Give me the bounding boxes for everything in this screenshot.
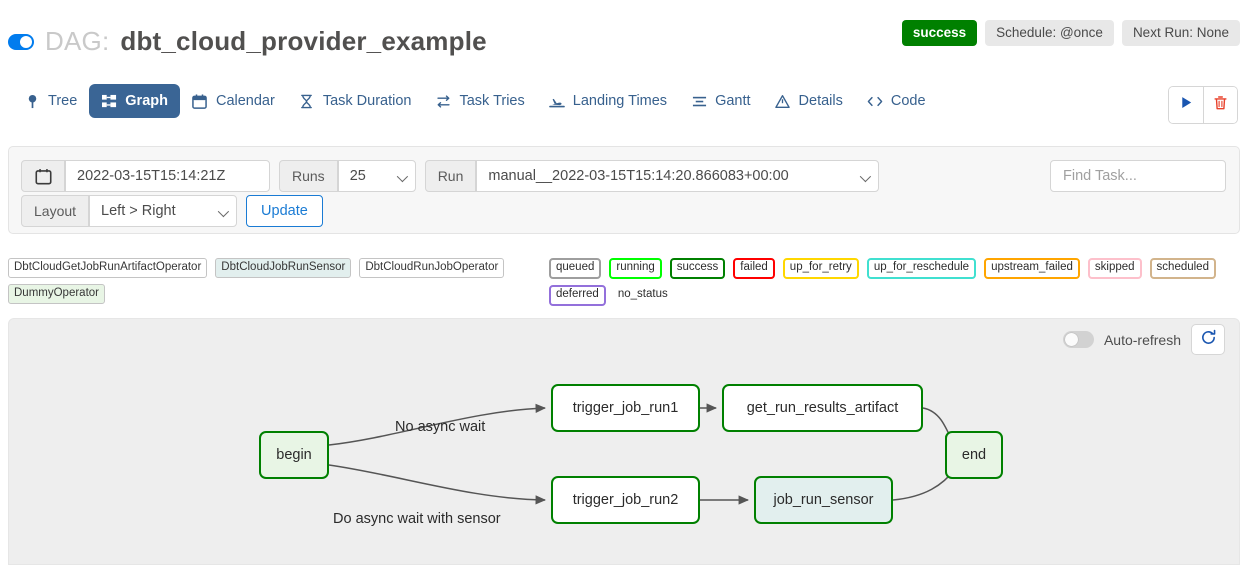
tree-icon (24, 93, 40, 109)
operator-chip[interactable]: DummyOperator (8, 284, 105, 305)
node-label: begin (276, 447, 312, 463)
state-chip-deferred: deferred (549, 284, 606, 306)
tab-graph[interactable]: Graph (89, 84, 180, 118)
dag-action-buttons (1168, 86, 1238, 124)
warning-triangle-icon (775, 93, 791, 109)
node-label: end (961, 447, 987, 463)
num-runs-group: Runs 25 (279, 160, 416, 192)
state-chip-failed: failed (733, 258, 775, 279)
edge-label-no-async-wait: No async wait (395, 419, 486, 435)
tab-calendar[interactable]: Calendar (180, 84, 287, 118)
state-chip-running: running (609, 258, 662, 279)
graph-node-end[interactable]: end (945, 431, 1003, 479)
tab-tree[interactable]: Tree (12, 84, 89, 118)
base-date-input[interactable]: 2022-03-15T15:14:21Z (65, 160, 270, 192)
tab-code[interactable]: Code (855, 84, 938, 118)
status-badge: success (901, 20, 978, 46)
graph-canvas[interactable]: Auto-refresh begin trigger_job_run1 (8, 318, 1240, 565)
tab-label: Task Duration (322, 93, 412, 109)
num-runs-select[interactable]: 25 (337, 160, 416, 192)
node-label: get_run_results_artifact (746, 400, 899, 416)
state-chip-up-for-reschedule: up_for_reschedule (866, 258, 977, 279)
runs-label: Runs (279, 160, 338, 192)
tab-details[interactable]: Details (763, 84, 855, 118)
search-input[interactable]: Find Task... (1050, 160, 1226, 192)
graph-icon (101, 93, 117, 109)
gantt-icon (691, 93, 707, 109)
dag-prefix-label: DAG: (45, 26, 110, 56)
graph-node-get-run-results-artifact[interactable]: get_run_results_artifact (722, 384, 923, 432)
update-button[interactable]: Update (246, 195, 323, 227)
run-label: Run (424, 160, 477, 192)
tab-label: Details (798, 93, 843, 109)
delete-dag-button[interactable] (1203, 87, 1237, 123)
tab-label: Calendar (215, 93, 275, 109)
auto-refresh-toggle[interactable] (1062, 331, 1094, 348)
state-chip-scheduled: scheduled (1149, 258, 1216, 279)
layout-group: Layout Left > Right (21, 195, 238, 227)
tab-task-tries[interactable]: Task Tries (423, 84, 536, 118)
operator-chip[interactable]: DbtCloudGetJobRunArtifactOperator (8, 258, 208, 279)
node-label: trigger_job_run2 (572, 492, 679, 508)
next-run-badge[interactable]: Next Run: None (1121, 20, 1240, 46)
graph-node-begin[interactable]: begin (259, 431, 329, 479)
play-icon (1179, 95, 1194, 115)
dag-run-select[interactable]: manual__2022-03-15T15:14:20.866083+00:00 (476, 160, 880, 192)
legend-zone: DbtCloudGetJobRunArtifactOperator DbtClo… (0, 258, 1248, 308)
hourglass-icon (299, 93, 315, 109)
state-chip-up-for-retry: up_for_retry (782, 258, 859, 279)
refresh-controls: Auto-refresh (1062, 324, 1225, 355)
trash-icon (1213, 95, 1228, 116)
layout-select[interactable]: Left > Right (89, 195, 238, 227)
dag-name-label: dbt_cloud_provider_example (120, 26, 487, 56)
toggle-on-icon[interactable] (8, 33, 34, 50)
retry-icon (435, 93, 451, 109)
refresh-button[interactable] (1191, 324, 1225, 355)
layout-label: Layout (21, 195, 90, 227)
schedule-badge[interactable]: Schedule: @once (985, 20, 1114, 46)
refresh-icon (1200, 329, 1217, 351)
edge-label-do-async-wait: Do async wait with sensor (333, 511, 501, 527)
operator-chip[interactable]: DbtCloudRunJobOperator (359, 258, 505, 279)
landing-icon (548, 93, 565, 109)
tab-label: Task Tries (459, 93, 525, 109)
graph-edges (328, 403, 956, 505)
state-chip-upstream-failed: upstream_failed (984, 258, 1080, 279)
node-label: trigger_job_run1 (572, 400, 679, 416)
state-legend: queued running success failed up_for_ret… (549, 258, 1247, 306)
tab-gantt[interactable]: Gantt (679, 84, 762, 118)
state-chip-queued: queued (549, 258, 602, 279)
node-label: job_run_sensor (773, 492, 874, 508)
tab-label: Code (890, 93, 926, 109)
operator-chip[interactable]: DbtCloudJobRunSensor (215, 258, 352, 279)
tab-landing-times[interactable]: Landing Times (537, 84, 679, 118)
trigger-dag-button[interactable] (1169, 87, 1203, 123)
state-chip-success: success (669, 258, 726, 279)
tab-label: Tree (48, 93, 78, 109)
state-chip-skipped: skipped (1087, 258, 1142, 279)
graph-node-job-run-sensor[interactable]: job_run_sensor (754, 476, 893, 524)
page-title: DAG: dbt_cloud_provider_example (8, 26, 487, 57)
dag-header: DAG: dbt_cloud_provider_example success … (0, 0, 1248, 72)
tab-task-duration[interactable]: Task Duration (287, 84, 424, 118)
filter-panel: 2022-03-15T15:14:21Z Runs 25 Run manual_… (8, 146, 1240, 234)
graph-node-trigger-job-run2[interactable]: trigger_job_run2 (551, 476, 700, 524)
calendar-icon[interactable] (21, 160, 65, 192)
dag-nav-tabs: Tree Graph Calendar Task Duration Task T… (0, 84, 1248, 128)
dag-run-group: Run manual__2022-03-15T15:14:20.866083+0… (424, 160, 880, 192)
operator-legend: DbtCloudGetJobRunArtifactOperator DbtClo… (8, 258, 538, 305)
calendar-icon (192, 93, 208, 109)
state-chip-no-status: no_status (617, 287, 668, 300)
tab-label: Gantt (715, 93, 751, 109)
tab-label: Landing Times (572, 93, 668, 109)
tab-label: Graph (125, 93, 168, 109)
base-date-group: 2022-03-15T15:14:21Z (21, 160, 270, 192)
code-brackets-icon (867, 93, 883, 109)
graph-node-trigger-job-run1[interactable]: trigger_job_run1 (551, 384, 700, 432)
header-badges: success Schedule: @once Next Run: None (901, 20, 1240, 46)
auto-refresh-label: Auto-refresh (1103, 331, 1181, 348)
